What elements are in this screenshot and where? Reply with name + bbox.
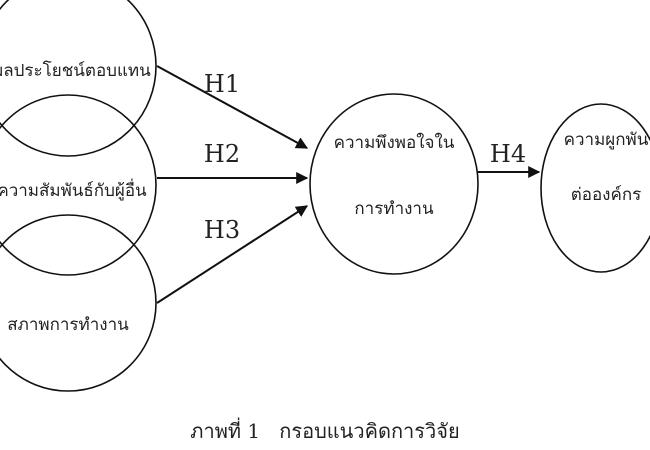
label-h2: H2 xyxy=(204,140,240,168)
label-commitment-line2: ต่อองค์กร xyxy=(571,185,642,205)
label-h1: H1 xyxy=(204,70,240,98)
label-h3: H3 xyxy=(204,216,240,244)
label-benefits: ผลประโยชน์ตอบแทน xyxy=(0,60,151,81)
node-benefits xyxy=(0,0,157,157)
arrow-h3 xyxy=(156,205,309,304)
figure-caption: ภาพที่ 1 กรอบแนวคิดการวิจัย xyxy=(190,417,459,443)
label-environment: สภาพการทำงาน xyxy=(7,315,129,335)
node-job-satisfaction xyxy=(309,93,479,275)
label-h4: H4 xyxy=(490,140,526,168)
node-organizational-commitment xyxy=(540,103,650,273)
node-environment xyxy=(0,214,157,392)
label-satisfaction-line1: ความพึงพอใจใน xyxy=(334,132,455,153)
arrow-h1 xyxy=(156,65,309,149)
label-commitment-line1: ความผูกพัน xyxy=(564,130,649,150)
node-relationships xyxy=(0,94,157,276)
label-relationships: ความสัมพันธ์กับผู้อื่น xyxy=(0,178,147,201)
label-satisfaction-line2: การทำงาน xyxy=(354,199,434,219)
